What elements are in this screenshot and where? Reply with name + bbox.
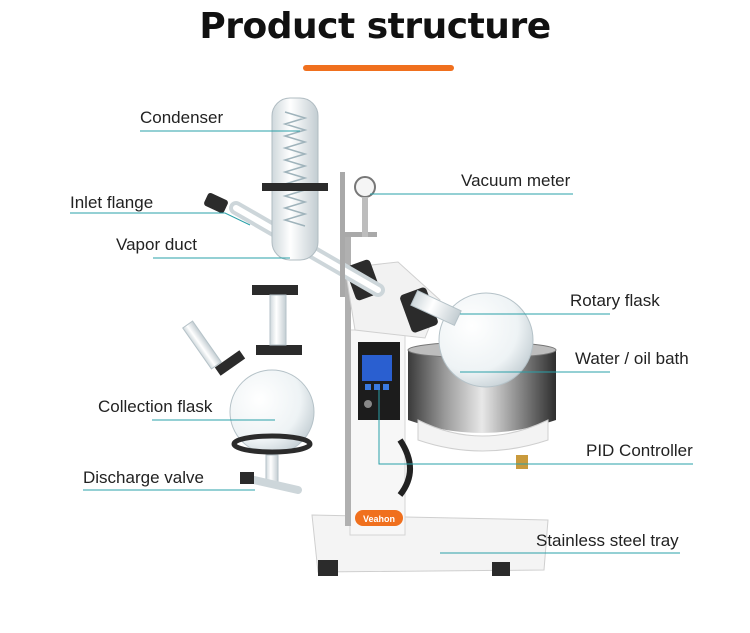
- discharge-valve: [240, 454, 302, 494]
- label-inlet-flange: Inlet flange: [70, 193, 154, 212]
- leader-lines: [70, 130, 693, 554]
- label-water-oil-bath: Water / oil bath: [575, 349, 689, 368]
- rotary-flask: [410, 289, 534, 388]
- label-collection-flask: Collection flask: [98, 397, 213, 416]
- label-discharge-valve: Discharge valve: [83, 468, 204, 487]
- label-vapor-duct: Vapor duct: [116, 235, 197, 254]
- collection-flask: [182, 285, 315, 455]
- label-rotary-flask: Rotary flask: [570, 291, 660, 310]
- leader-pid-controller: [378, 390, 693, 465]
- leader-inlet-flange: [70, 212, 251, 226]
- label-stainless-steel-tray: Stainless steel tray: [536, 531, 679, 550]
- condenser: [262, 97, 328, 261]
- title-underline: [303, 65, 454, 71]
- label-condenser: Condenser: [140, 108, 224, 127]
- vacuum-meter-assembly: [340, 172, 377, 297]
- brand-logo: Veahon: [363, 514, 395, 524]
- pid-controller-panel: [358, 342, 400, 420]
- label-vacuum-meter: Vacuum meter: [461, 171, 571, 190]
- page-title: Product structure: [199, 6, 551, 47]
- label-pid-controller: PID Controller: [586, 441, 693, 460]
